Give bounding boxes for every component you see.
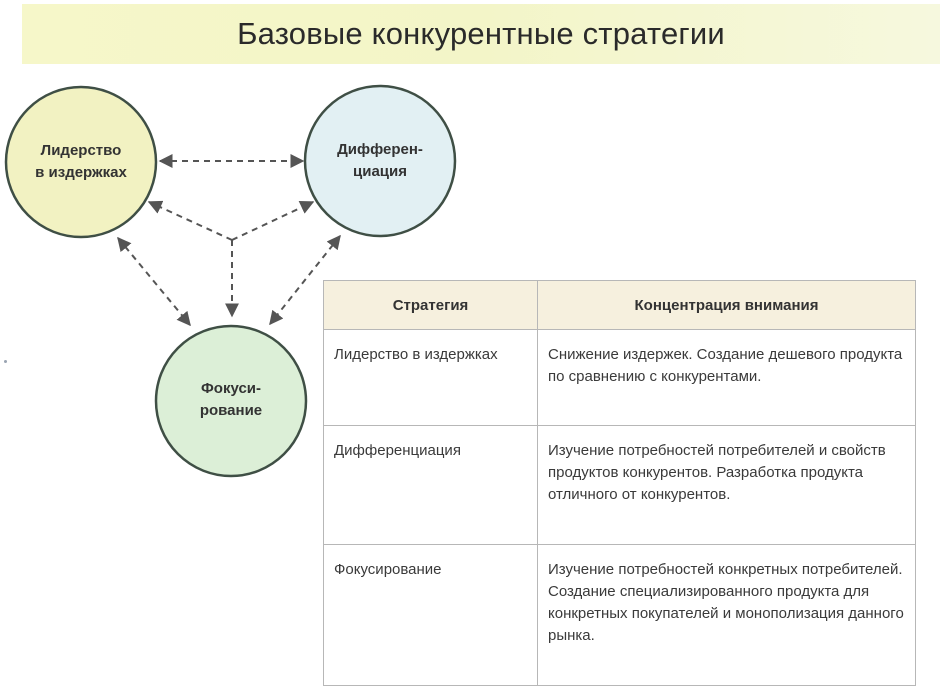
table-row: Дифференциация Изучение потребностей пот… xyxy=(323,425,916,545)
arrow-center-differentiation xyxy=(231,201,315,241)
cell-strategy: Фокусирование xyxy=(323,544,538,686)
stray-dot xyxy=(4,360,7,363)
node-leadership-line2: в издержках xyxy=(35,164,127,181)
arrow-differentiation-focus xyxy=(269,234,341,326)
cell-strategy: Лидерство в издержках xyxy=(323,329,538,426)
node-differentiation-line2: циация xyxy=(353,163,407,180)
node-leadership: Лидерство в издержках xyxy=(4,85,158,239)
header-focus: Концентрация внимания xyxy=(537,280,916,330)
table-row: Фокусирование Изучение потребностей конк… xyxy=(323,544,916,686)
node-focus-line2: рование xyxy=(200,402,262,419)
cell-focus: Изучение потребностей потребителей и сво… xyxy=(537,425,916,545)
cell-focus: Изучение потребностей конкретных потреби… xyxy=(537,544,916,686)
header-strategy: Стратегия xyxy=(323,280,538,330)
node-focus-line1: Фокуси- xyxy=(201,380,261,397)
page-title: Базовые конкурентные стратегии xyxy=(237,16,725,51)
node-leadership-line1: Лидерство xyxy=(41,142,122,159)
node-differentiation-line1: Дифферен- xyxy=(337,141,423,158)
table-row: Лидерство в издержках Снижение издержек.… xyxy=(323,329,916,426)
arrow-leadership-focus xyxy=(117,236,191,327)
cell-focus: Снижение издержек. Создание дешевого про… xyxy=(537,329,916,426)
cell-strategy: Дифференциация xyxy=(323,425,538,545)
title-banner: Базовые конкурентные стратегии xyxy=(22,4,940,64)
node-focus: Фокуси- рование xyxy=(154,324,308,478)
arrow-center-leadership xyxy=(147,200,233,241)
table-header-row: Стратегия Концентрация внимания xyxy=(323,280,916,330)
node-differentiation: Дифферен- циация xyxy=(303,84,457,238)
strategy-table: Стратегия Концентрация внимания Лидерств… xyxy=(323,280,916,686)
